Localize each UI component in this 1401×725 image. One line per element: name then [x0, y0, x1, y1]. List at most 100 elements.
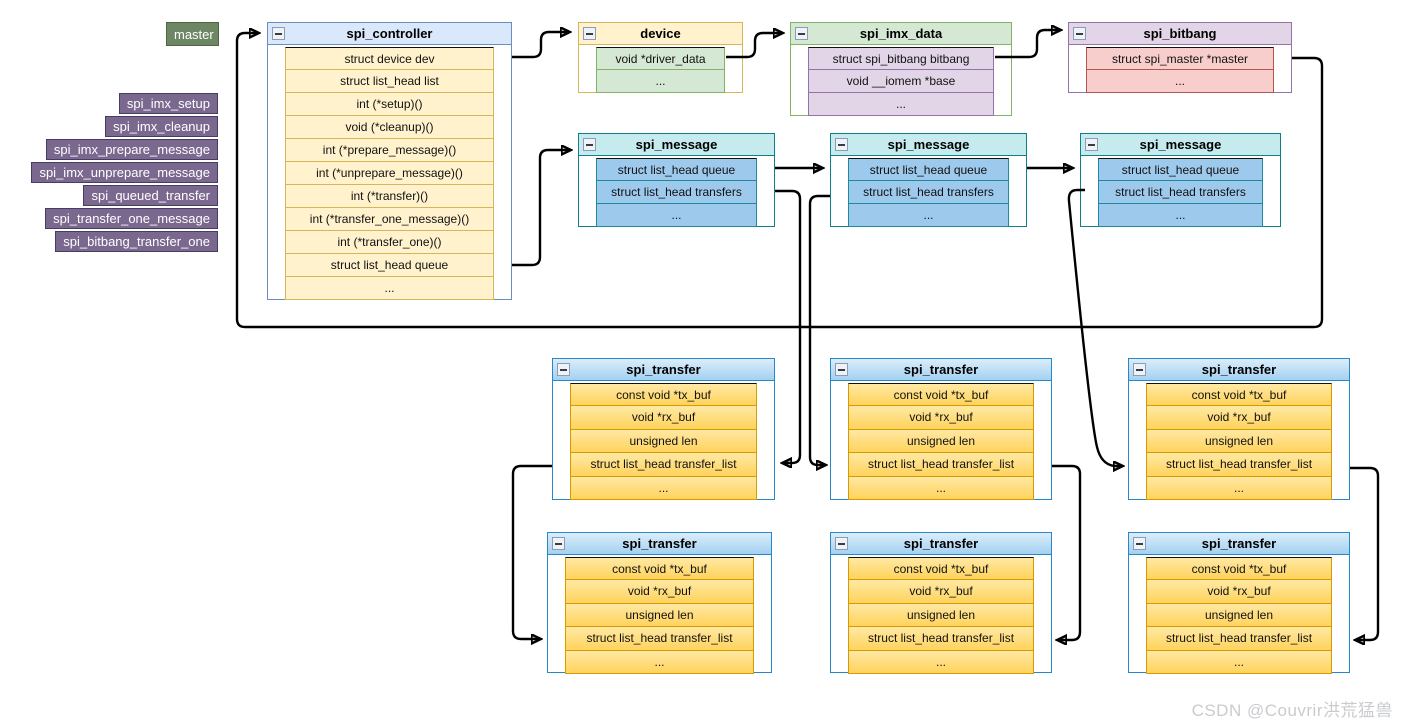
struct-fields: void *driver_data...: [579, 45, 742, 94]
field-row: int (*transfer)(): [285, 185, 494, 208]
collapse-icon[interactable]: [272, 27, 285, 40]
struct-header: spi_transfer: [831, 359, 1051, 381]
function-pointer-label: spi_imx_setup: [118, 93, 218, 114]
field-row: ...: [1098, 204, 1263, 227]
field-row: struct list_head transfers: [848, 181, 1009, 204]
collapse-icon[interactable]: [552, 537, 565, 550]
arrow-transfer2a-to-transfer2b: [1052, 464, 1082, 640]
field-row: struct list_head transfer_list: [570, 453, 757, 477]
field-row: void *rx_buf: [1146, 406, 1332, 430]
field-row: struct list_head transfers: [1098, 181, 1263, 204]
field-row: struct list_head queue: [285, 254, 494, 277]
collapse-icon[interactable]: [1085, 138, 1098, 151]
field-row: ...: [596, 204, 757, 227]
collapse-icon[interactable]: [835, 537, 848, 550]
field-row: ...: [848, 476, 1034, 500]
field-row: struct list_head queue: [848, 158, 1009, 181]
field-row: void *rx_buf: [848, 580, 1034, 604]
field-row: const void *tx_buf: [848, 557, 1034, 581]
field-row: unsigned len: [1146, 429, 1332, 454]
collapse-icon[interactable]: [1133, 537, 1146, 550]
field-row: int (*unprepare_message)(): [285, 162, 494, 185]
struct-title: spi_imx_data: [859, 26, 943, 41]
arrow-transfer3a-to-transfer3b: [1350, 466, 1380, 640]
field-row: ...: [565, 650, 754, 674]
collapse-icon[interactable]: [835, 363, 848, 376]
collapse-icon[interactable]: [583, 138, 596, 151]
field-row: struct list_head list: [285, 70, 494, 93]
field-row: struct list_head transfers: [596, 181, 757, 204]
field-row: ...: [570, 476, 757, 500]
field-row: const void *tx_buf: [1146, 383, 1332, 407]
field-row: void (*cleanup)(): [285, 116, 494, 139]
field-row: unsigned len: [848, 429, 1034, 454]
struct-header: spi_transfer: [831, 533, 1051, 555]
field-row: struct list_head transfer_list: [1146, 627, 1332, 651]
label-master: master: [166, 22, 219, 46]
arrow-message2-transfers-to-transfer2a: [808, 194, 830, 465]
function-pointer-label: spi_transfer_one_message: [45, 208, 218, 229]
struct-header: spi_message: [1081, 134, 1280, 156]
struct-device: device void *driver_data...: [578, 22, 743, 93]
field-row: struct spi_master *master: [1086, 47, 1274, 70]
field-row: void __iomem *base: [808, 70, 994, 93]
field-row: ...: [1146, 650, 1332, 674]
struct-header: spi_imx_data: [791, 23, 1011, 45]
field-row: void *driver_data: [596, 47, 725, 70]
collapse-icon[interactable]: [1073, 27, 1086, 40]
field-row: ...: [285, 277, 494, 300]
function-pointer-label: spi_queued_transfer: [83, 185, 218, 206]
struct-title: spi_message: [635, 137, 718, 152]
field-row: void *rx_buf: [1146, 580, 1332, 604]
struct-title: spi_message: [1139, 137, 1222, 152]
field-row: ...: [596, 70, 725, 93]
field-row: const void *tx_buf: [570, 383, 757, 407]
field-row: unsigned len: [1146, 603, 1332, 628]
field-row: struct list_head transfer_list: [565, 627, 754, 651]
field-row: struct list_head transfer_list: [848, 453, 1034, 477]
field-row: void *rx_buf: [848, 406, 1034, 430]
collapse-icon[interactable]: [583, 27, 596, 40]
field-row: struct list_head queue: [1098, 158, 1263, 181]
field-row: const void *tx_buf: [848, 383, 1034, 407]
collapse-icon[interactable]: [557, 363, 570, 376]
struct-title: spi_transfer: [622, 536, 697, 551]
function-pointer-label: spi_imx_cleanup: [105, 116, 218, 137]
field-row: unsigned len: [565, 603, 754, 628]
field-row: const void *tx_buf: [565, 557, 754, 581]
struct-title: spi_transfer: [903, 362, 979, 377]
collapse-icon[interactable]: [835, 138, 848, 151]
field-row: struct spi_bitbang bitbang: [808, 47, 994, 70]
struct-title: spi_transfer: [903, 536, 979, 551]
struct-title: spi_message: [887, 137, 970, 152]
arrow-controller-dev-to-device: [512, 32, 569, 59]
field-row: int (*transfer_one_message)(): [285, 208, 494, 231]
collapse-icon[interactable]: [795, 27, 808, 40]
struct-fields: struct spi_master *master...: [1069, 45, 1291, 94]
struct-header: spi_message: [579, 134, 774, 156]
collapse-icon[interactable]: [1133, 363, 1146, 376]
struct-header: spi_transfer: [1129, 533, 1349, 555]
field-row: void *rx_buf: [570, 406, 757, 430]
function-pointer-label: spi_bitbang_transfer_one: [55, 231, 218, 252]
field-row: const void *tx_buf: [1146, 557, 1332, 581]
arrow-message1-transfers-to-transfer1a: [775, 189, 802, 463]
arrow-message3-transfers-to-transfer3a: [1067, 188, 1122, 466]
struct-title: device: [640, 26, 681, 41]
struct-title: spi_bitbang: [1143, 26, 1217, 41]
